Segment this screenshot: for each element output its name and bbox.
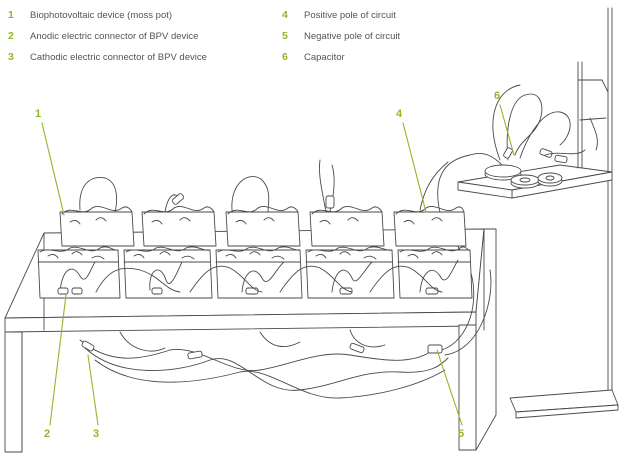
moss-pot: [306, 247, 394, 298]
callout-2: 2: [44, 428, 50, 440]
moss-pot: [216, 247, 302, 298]
moss-pot: [124, 247, 212, 298]
moss-pot: [226, 177, 300, 246]
moss-pot: [60, 177, 134, 246]
callout-3: 3: [93, 428, 99, 440]
moss-pot: [398, 247, 472, 298]
moss-pot: [142, 193, 216, 246]
moss-pots-back-row: [60, 160, 466, 246]
callout-5: 5: [458, 428, 464, 440]
moss-pot: [38, 247, 120, 298]
moss-pots-front-row: [38, 247, 472, 298]
moss-pot: [310, 160, 384, 246]
moss-pot: [394, 162, 466, 246]
callout-1: 1: [35, 108, 41, 120]
callout-6: 6: [494, 90, 500, 102]
callout-4: 4: [396, 108, 402, 120]
